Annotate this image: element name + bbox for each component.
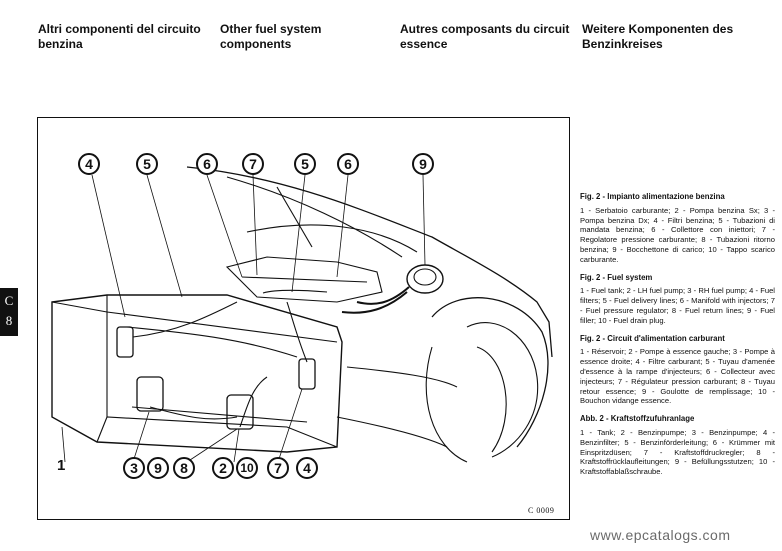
fuel-system-illustration: 4 5 6 7 5 6 9 1 3 9 8 2 10 7 4 bbox=[37, 117, 570, 520]
watermark-url: www.epcatalogs.com bbox=[590, 527, 731, 543]
label-drain-plug: 10 bbox=[236, 457, 258, 479]
chapter-letter: C bbox=[4, 293, 14, 308]
caption-french: Fig. 2 - Circuit d'alimentation carburan… bbox=[580, 334, 775, 407]
callout-delivery-lines: 5 bbox=[136, 153, 158, 175]
chapter-tab: C 8 bbox=[0, 288, 18, 336]
callout-fuel-filler: 9 bbox=[412, 153, 434, 175]
callout-delivery-lines-2: 5 bbox=[294, 153, 316, 175]
label-filter: 4 bbox=[296, 457, 318, 479]
caption-title: Fig. 2 - Circuit d'alimentation carburan… bbox=[580, 333, 725, 343]
illustration-drawing bbox=[37, 117, 570, 520]
caption-title: Fig. 2 - Impianto alimentazione benzina bbox=[580, 192, 725, 201]
caption-text: 1 - Réservoir; 2 - Pompe à essence gauch… bbox=[580, 347, 775, 406]
callout-pressure-regulator: 7 bbox=[242, 153, 264, 175]
caption-text: 1 - Serbatoio carburante; 2 - Pompa benz… bbox=[580, 205, 775, 264]
callout-manifold: 6 bbox=[196, 153, 218, 175]
caption-italian: Fig. 2 - Impianto alimentazione benzina … bbox=[580, 192, 775, 265]
callout-manifold-2: 6 bbox=[337, 153, 359, 175]
label-lh-pump: 2 bbox=[212, 457, 234, 479]
header-french: Autres composants du circuit essence bbox=[400, 22, 570, 51]
label-fuel-filler: 9 bbox=[147, 457, 169, 479]
label-return-lines: 8 bbox=[173, 457, 195, 479]
caption-column: Fig. 2 - Impianto alimentazione benzina … bbox=[580, 192, 775, 485]
caption-german: Abb. 2 - Kraftstoffzufuhranlage 1 - Tank… bbox=[580, 414, 775, 477]
chapter-number: 8 bbox=[5, 313, 13, 328]
header-german: Weitere Komponenten des Benzinkreises bbox=[582, 22, 734, 51]
label-rh-pump: 3 bbox=[123, 457, 145, 479]
header-english: Other fuel system components bbox=[220, 22, 322, 51]
callout-filters: 4 bbox=[78, 153, 100, 175]
caption-english: Fig. 2 - Fuel system 1 - Fuel tank; 2 - … bbox=[580, 273, 775, 326]
caption-text: 1 - Tank; 2 - Benzinpumpe; 3 - Benzinpum… bbox=[580, 427, 775, 477]
caption-title: Abb. 2 - Kraftstoffzufuhranlage bbox=[580, 414, 695, 424]
label-pressure-regulator: 7 bbox=[267, 457, 289, 479]
caption-title: Fig. 2 - Fuel system bbox=[580, 272, 653, 282]
header-italian: Altri componenti del circuito benzina bbox=[38, 22, 201, 51]
caption-text: 1 - Fuel tank; 2 - LH fuel pump; 3 - RH … bbox=[580, 286, 775, 325]
label-fuel-tank: 1 bbox=[57, 457, 66, 474]
figure-code: C 0009 bbox=[528, 506, 555, 515]
